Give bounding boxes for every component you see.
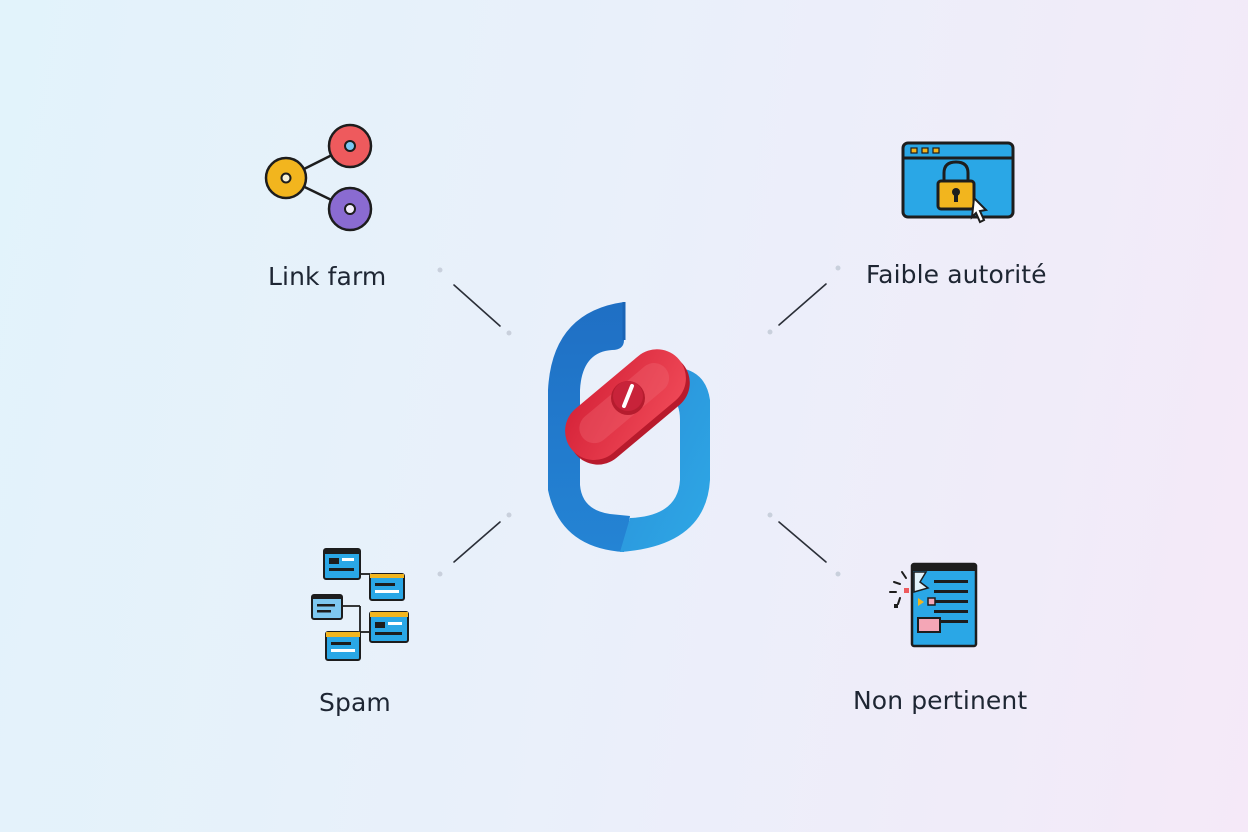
connector-line-top-left [453,284,501,327]
connector-line-bottom-left [453,521,501,563]
linked-windows-icon [311,548,409,661]
connector-dot [835,265,841,271]
network-nodes-icon [264,123,373,232]
connector-dot [506,512,512,518]
connector-line-bottom-right [778,521,827,563]
label-non-pertinent: Non pertinent [853,686,1028,715]
label-spam: Spam [319,688,391,717]
broken-chain-link-icon [548,302,710,552]
label-faible-autorite: Faible autorité [866,260,1047,289]
connector-dot [767,329,773,335]
locked-browser-icon [901,141,1015,224]
connector-line-top-right [778,283,827,326]
connector-dot [835,571,841,577]
connector-dot [506,330,512,336]
label-link-farm: Link farm [268,262,387,291]
connector-dot [437,571,443,577]
broken-document-icon [889,562,978,648]
connector-dot [767,512,773,518]
connector-dot [437,267,443,273]
